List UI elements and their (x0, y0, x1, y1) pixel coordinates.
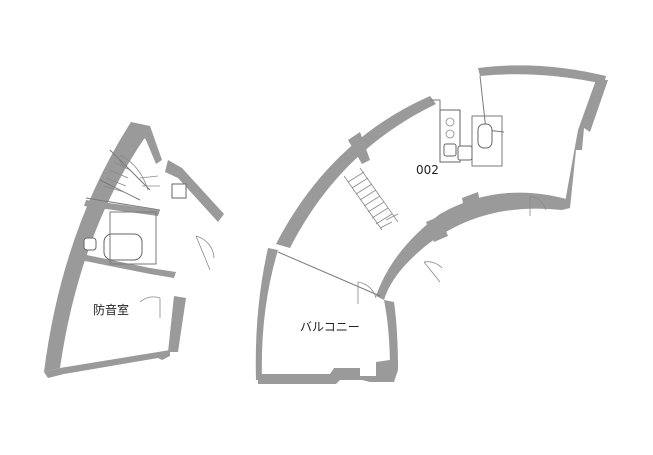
stove-burner-1 (445, 117, 455, 127)
unit-number-label: 002 (416, 163, 439, 177)
washroom-box (471, 115, 503, 167)
balcony-left-wall (255, 248, 278, 380)
balcony-divider (277, 251, 381, 297)
left-unit: 防音室 (44, 122, 224, 378)
right-unit: 002 バルコニー (255, 65, 608, 384)
kitchen-sink (443, 143, 457, 157)
left-outer-curved-wall (44, 122, 148, 372)
right-top-wall (478, 65, 606, 84)
balcony-bottom-wall (258, 360, 398, 384)
stove-burner-2 (445, 129, 455, 139)
inner-column (426, 216, 448, 242)
left-washbasin (171, 183, 187, 199)
bathtub (103, 233, 143, 261)
right-sink (457, 145, 473, 161)
soundproof-room-label: 防音室 (93, 302, 129, 317)
balcony-right-curved-wall (384, 300, 398, 370)
left-right-wall (168, 296, 186, 352)
soundproof-door (139, 296, 161, 318)
left-bottom-wall (44, 350, 170, 378)
right-outer-curved-wall (276, 96, 436, 248)
right-stairs (343, 167, 399, 231)
left-stairs (103, 154, 160, 193)
right-toilet (477, 123, 493, 149)
left-toilet (83, 237, 97, 251)
lower-door (423, 261, 443, 283)
stair-partition (348, 132, 370, 164)
left-side-door (195, 235, 215, 271)
balcony-label: バルコニー (300, 320, 360, 334)
bath-room-box (109, 211, 157, 265)
left-top-wall (131, 122, 162, 164)
balcony-door (357, 281, 377, 304)
east-door (529, 195, 547, 216)
left-bath-lower-wall (70, 252, 176, 278)
inner-column-2 (462, 192, 482, 218)
left-top-right-wall (165, 160, 224, 222)
right-east-wall (564, 80, 608, 208)
